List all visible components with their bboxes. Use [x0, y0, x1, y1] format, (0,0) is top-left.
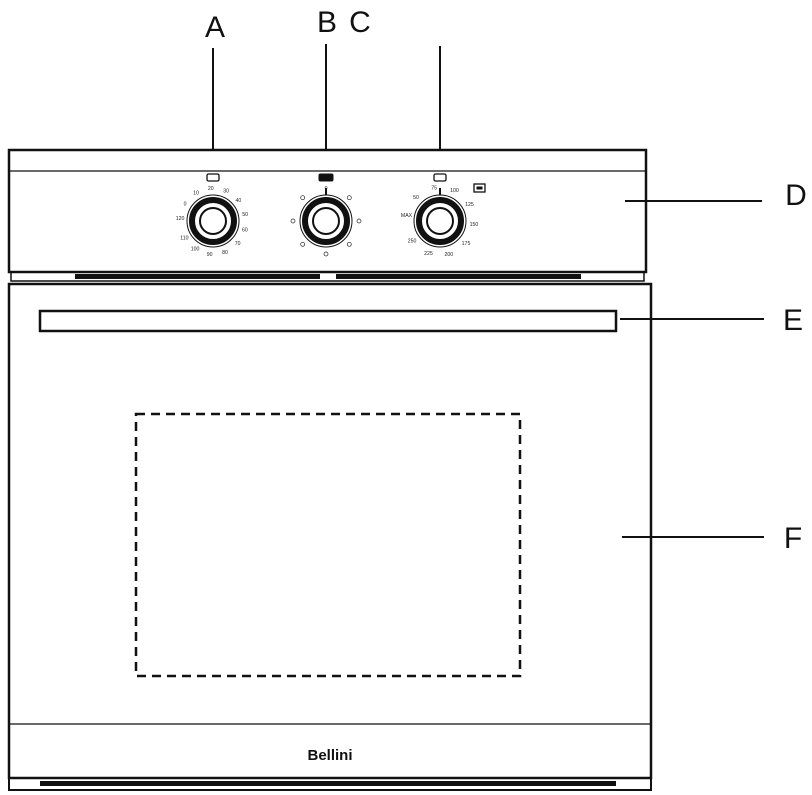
dial-scale-label: 110 [180, 236, 188, 242]
dial-scale-label: 0 [325, 186, 328, 192]
callout-a: A [205, 11, 225, 44]
dial-scale-label: 125 [465, 202, 474, 208]
dial-scale-label: 40 [236, 198, 242, 204]
thermostat-icon [433, 173, 447, 182]
dial-function-symbol-icon [300, 241, 306, 247]
bottom-vent [8, 777, 652, 791]
function-knob[interactable]: 0 [290, 173, 362, 257]
dial-scale-label: 30 [223, 189, 229, 195]
dial-function-symbol-icon [356, 218, 362, 224]
dial-scale-label: 100 [191, 247, 200, 253]
dial-scale-label: 225 [424, 251, 433, 257]
dial-function-symbol-icon [300, 195, 306, 201]
dial-scale-label: 70 [235, 241, 241, 247]
dial-scale-label: 20 [208, 186, 214, 192]
callout-c: C [349, 6, 371, 39]
dial-scale-label: 250 [408, 239, 417, 245]
function-scale: 0 [290, 186, 362, 257]
oven-door [7, 282, 653, 780]
door-handle[interactable] [38, 309, 618, 333]
dial-function-symbol-icon [290, 218, 296, 224]
dial-scale-label: 10 [193, 191, 199, 197]
dial-scale-label: 80 [222, 250, 228, 256]
function-selector-icon [318, 173, 334, 182]
dial-scale-label: 100 [450, 188, 459, 194]
dial-scale-label: 0 [184, 202, 187, 208]
callout-d: D [785, 179, 807, 212]
indicator-lamp-icon [473, 183, 486, 193]
dial-function-symbol-icon [346, 241, 352, 247]
door-window [134, 412, 522, 678]
dial-function-symbol-icon [346, 195, 352, 201]
brand-logo: Bellini [307, 747, 352, 764]
callout-e: E [783, 304, 803, 337]
thermostat-scale: MAX 50 75 100 125 150 175 200 225 250 [401, 186, 478, 258]
dial-scale-label: 200 [444, 252, 453, 258]
dial-scale-label: 60 [242, 227, 248, 233]
dial-scale-label: 75 [431, 186, 437, 192]
thermostat-knob[interactable]: MAX 50 75 100 125 150 175 200 225 250 [401, 173, 478, 258]
dial-scale-label: 90 [207, 252, 213, 258]
dial-scale-label: 50 [242, 212, 248, 218]
timer-icon [206, 173, 220, 182]
dial-scale-label: 175 [462, 241, 471, 247]
dial-scale-label: 120 [176, 216, 185, 222]
dial-function-symbol-icon [323, 251, 329, 257]
dial-scale-label: MAX [401, 213, 413, 219]
dial-scale-label: 50 [413, 195, 419, 201]
callout-f: F [784, 522, 802, 555]
control-panel [7, 148, 648, 282]
dial-scale-label: 150 [470, 222, 479, 228]
callout-b: B [317, 6, 337, 39]
